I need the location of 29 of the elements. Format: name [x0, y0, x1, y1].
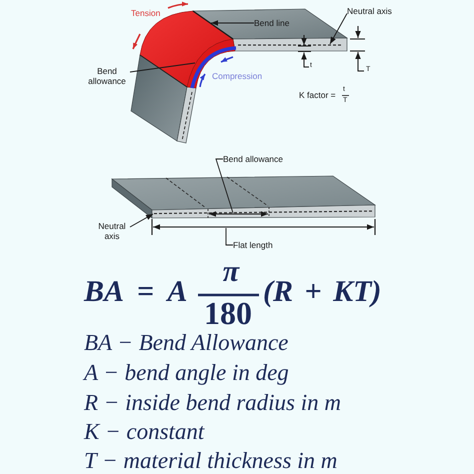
definition-text: BA − Bend Allowance [84, 331, 288, 354]
definition-text: T − material thickness in m [84, 449, 338, 472]
callout-label: Bend allowance [84, 66, 130, 86]
definition-text: A − bend angle in deg [84, 361, 289, 384]
callout-label: Neutral axis [347, 6, 392, 16]
leader-line [210, 20, 254, 26]
leader-line [215, 158, 234, 214]
neutral-axis-line [154, 210, 372, 214]
callout-label: Bend line [254, 18, 290, 28]
formula-text: K factor = [299, 90, 336, 100]
callout-label: Bend allowance [223, 154, 284, 164]
formula-text: (R + KT) [263, 277, 382, 307]
tension-label: Tension [131, 8, 160, 18]
leader-line [226, 228, 234, 246]
neutral-axis-line [238, 44, 341, 46]
callout-label: Flat length [233, 240, 273, 250]
definition-text: R − inside bend radius in m [84, 391, 342, 414]
bend-line [192, 10, 234, 40]
leader-line [130, 214, 154, 228]
dimension-line [151, 219, 376, 235]
leader-line [330, 13, 348, 44]
definition-text: K − constant [84, 420, 204, 443]
compression-label: Compression [212, 71, 262, 81]
dimension-line [209, 211, 268, 217]
leader-line [130, 62, 196, 72]
formula-numerator: π [222, 257, 241, 287]
callout-label: Neutral axis [94, 221, 130, 241]
formula-text: BA = A [84, 277, 188, 307]
formula-denominator: 180 [203, 297, 253, 329]
